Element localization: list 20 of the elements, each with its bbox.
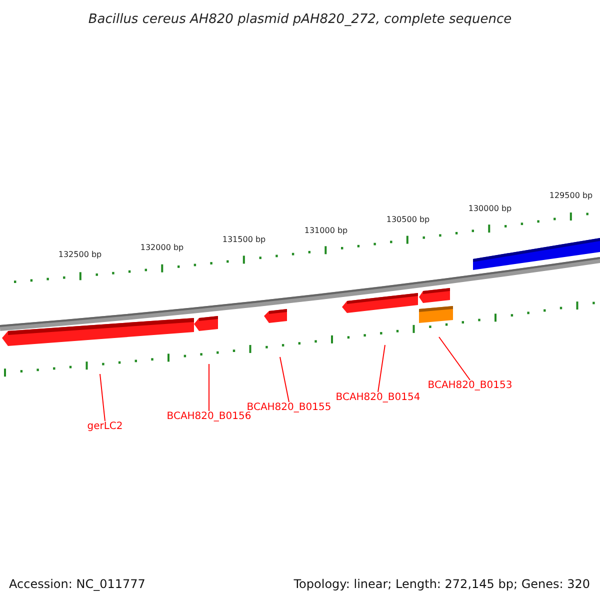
- title: Bacillus cereus AH820 plasmid pAH820_272, complete sequence: [87, 11, 513, 29]
- tick-label: 130500 bp: [386, 215, 430, 225]
- leader-line: [280, 356, 290, 402]
- leader-line: [438, 336, 470, 380]
- tick-label: 132500 bp: [58, 250, 102, 260]
- leader-line: [208, 364, 210, 412]
- tick-label: 132000 bp: [140, 243, 184, 253]
- topology-text: Topology: linear; Length: 272,145 bp; Genes: 320: [294, 576, 590, 593]
- tick-label: 131500 bp: [222, 235, 266, 245]
- gene-label: BCAH820_B0153: [428, 380, 512, 392]
- gene-label: BCAH820_B0154: [336, 392, 420, 404]
- gene-label: BCAH820_B0155: [246, 402, 332, 413]
- gene-label: BCAH820_B0156: [166, 411, 252, 423]
- gene-label: gerLC2: [87, 421, 123, 433]
- accession-text: Accession: NC_011777: [9, 576, 146, 593]
- leader-line: [100, 374, 106, 422]
- tick-label: 129500 bp: [549, 191, 593, 201]
- tick-label: 131000 bp: [304, 226, 348, 236]
- leader-line: [378, 344, 386, 392]
- tick-label: 130000 bp: [468, 204, 512, 214]
